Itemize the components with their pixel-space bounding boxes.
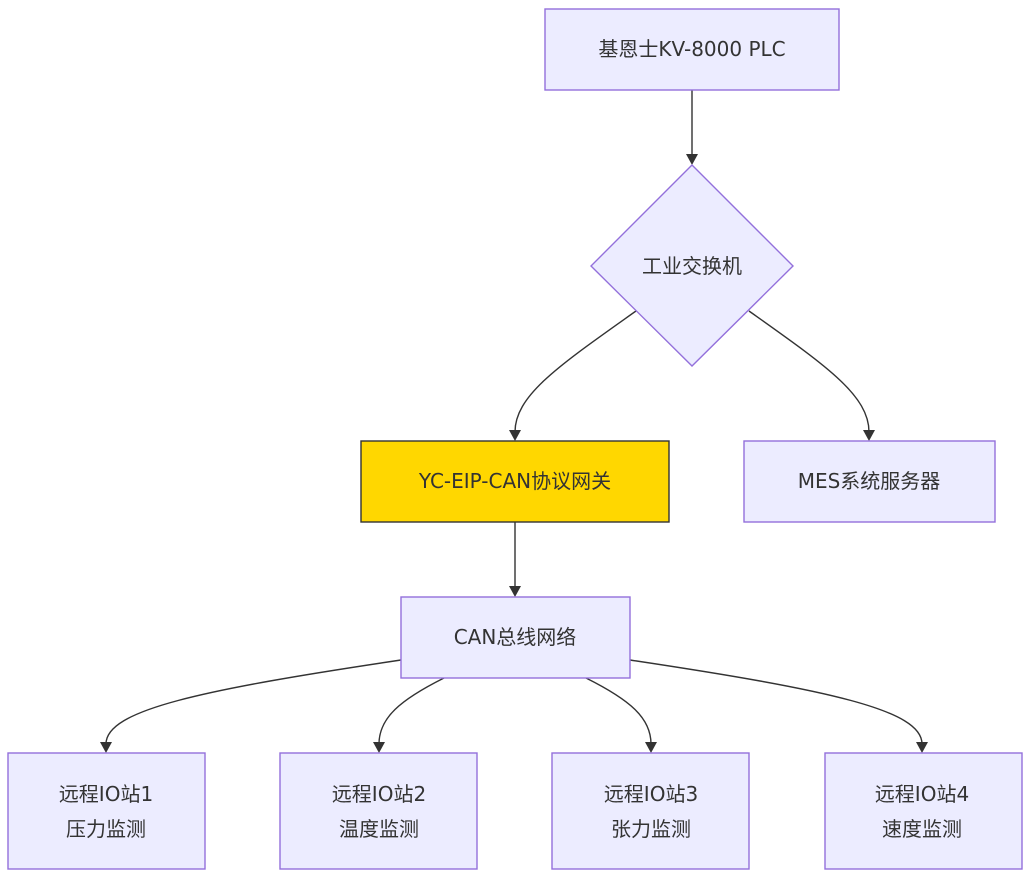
edge-can-io1 [105, 659, 402, 745]
node-switch: 工业交换机 [590, 164, 794, 367]
node-io2: 远程IO站2 温度监测 [279, 752, 478, 870]
arrowhead-io3 [645, 742, 657, 753]
node-io2-line1: 远程IO站2 [332, 782, 426, 806]
node-can: CAN总线网络 [400, 596, 631, 679]
node-gateway: YC-EIP-CAN协议网关 [360, 440, 670, 523]
node-io3-line1: 远程IO站3 [604, 782, 698, 806]
edge-can-io2 [378, 677, 445, 745]
arrowhead-can [509, 586, 521, 597]
edge-switch-gateway [514, 310, 637, 433]
node-io1-line1: 远程IO站1 [59, 782, 153, 806]
node-gateway-label: YC-EIP-CAN协议网关 [418, 469, 611, 493]
arrowhead-io2 [373, 742, 385, 753]
node-io4-line2: 速度监测 [882, 817, 962, 841]
node-plc-label: 基恩士KV-8000 PLC [598, 37, 785, 61]
node-switch-label: 工业交换机 [642, 254, 742, 278]
node-io1-line2: 压力监测 [66, 817, 146, 841]
node-io4: 远程IO站4 速度监测 [824, 752, 1023, 870]
arrowhead-switch [686, 154, 698, 165]
arrowhead-io4 [916, 742, 928, 753]
edge-can-io3 [585, 677, 652, 745]
arrowhead-io1 [100, 742, 112, 753]
node-io3-line2: 张力监测 [611, 817, 691, 841]
node-io1: 远程IO站1 压力监测 [7, 752, 206, 870]
edge-can-io4 [629, 659, 923, 745]
node-io4-line1: 远程IO站4 [875, 782, 969, 806]
node-mes-label: MES系统服务器 [798, 469, 941, 493]
node-mes: MES系统服务器 [743, 440, 996, 523]
arrowhead-mes [863, 430, 875, 441]
edge-switch-mes [748, 310, 870, 433]
edges [100, 90, 928, 753]
arrowhead-gateway [509, 430, 521, 441]
node-plc: 基恩士KV-8000 PLC [544, 8, 840, 91]
node-io2-line2: 温度监测 [339, 817, 419, 841]
node-can-label: CAN总线网络 [454, 625, 577, 649]
node-io3: 远程IO站3 张力监测 [551, 752, 750, 870]
